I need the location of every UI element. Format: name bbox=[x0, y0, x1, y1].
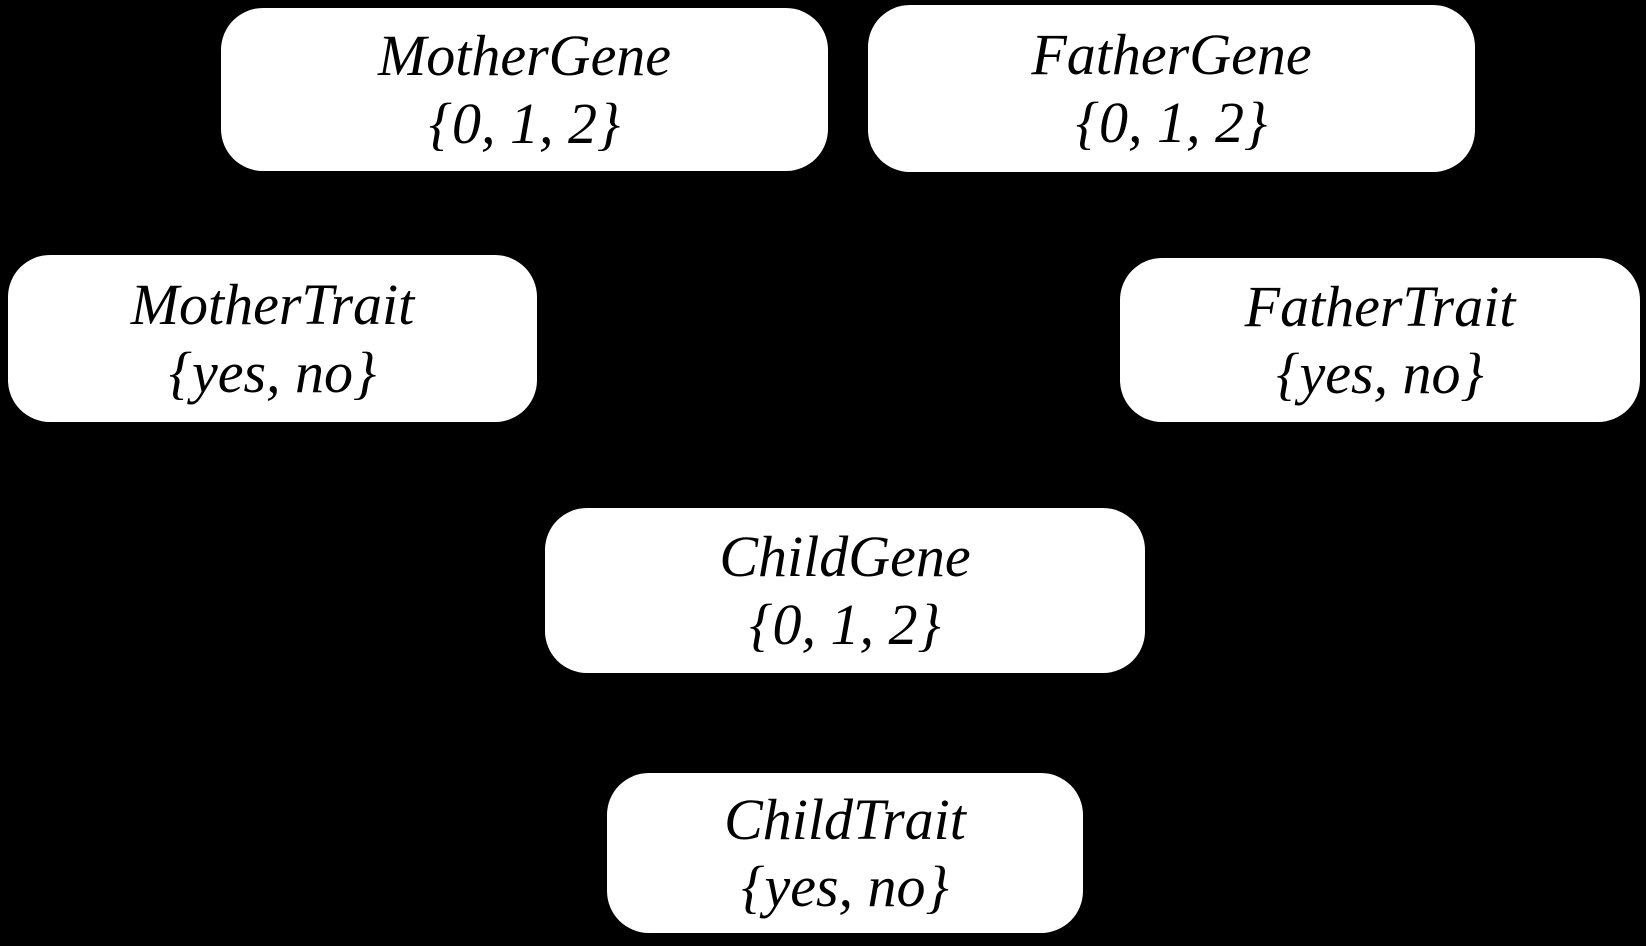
node-father-trait-label: FatherTrait bbox=[1244, 273, 1516, 339]
node-mother-gene-values: {0, 1, 2} bbox=[428, 90, 621, 156]
node-father-gene: FatherGene {0, 1, 2} bbox=[868, 5, 1475, 172]
node-mother-trait-label: MotherTrait bbox=[130, 272, 415, 338]
node-mother-trait-values: {yes, no} bbox=[168, 339, 377, 405]
node-child-trait: ChildTrait {yes, no} bbox=[607, 773, 1083, 933]
node-child-gene-label: ChildGene bbox=[719, 524, 971, 590]
node-child-trait-label: ChildTrait bbox=[724, 786, 966, 852]
node-mother-gene-label: MotherGene bbox=[377, 23, 672, 89]
node-child-gene-values: {0, 1, 2} bbox=[749, 591, 941, 657]
node-father-gene-values: {0, 1, 2} bbox=[1075, 89, 1268, 155]
node-mother-trait: MotherTrait {yes, no} bbox=[8, 255, 537, 422]
node-child-trait-values: {yes, no} bbox=[741, 854, 949, 919]
node-child-gene: ChildGene {0, 1, 2} bbox=[545, 508, 1145, 673]
node-father-trait: FatherTrait {yes, no} bbox=[1120, 258, 1640, 422]
node-father-trait-values: {yes, no} bbox=[1276, 341, 1484, 406]
node-father-gene-label: FatherGene bbox=[1031, 22, 1312, 88]
node-mother-gene: MotherGene {0, 1, 2} bbox=[221, 8, 828, 171]
